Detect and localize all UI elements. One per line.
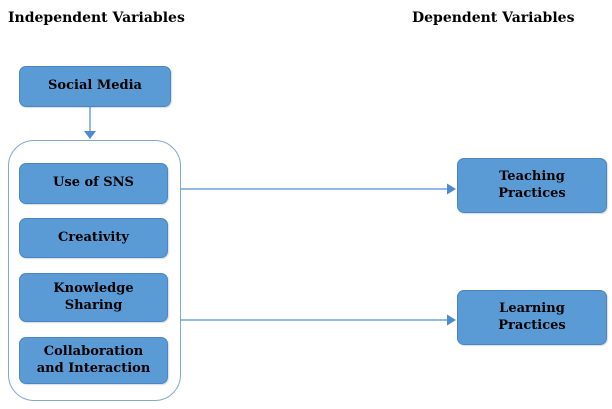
node-teaching-practices: Teaching Practices [457, 158, 607, 213]
node-creativity: Creativity [19, 218, 168, 258]
arrow-social-media-to-group [84, 107, 96, 139]
node-social-media: Social Media [19, 66, 171, 107]
node-learning-practices: Learning Practices [457, 290, 607, 345]
node-collaboration-and-interaction: Collaboration and Interaction [19, 337, 168, 384]
independent-variables-heading: Independent Variables [8, 10, 185, 26]
arrow-group-to-teaching-practices [181, 183, 456, 195]
node-use-of-sns: Use of SNS [19, 163, 168, 204]
arrow-group-to-learning-practices [181, 314, 456, 326]
node-knowledge-sharing: Knowledge Sharing [19, 273, 168, 322]
independent-variables-group-outline [8, 140, 181, 401]
dependent-variables-heading: Dependent Variables [412, 10, 575, 26]
